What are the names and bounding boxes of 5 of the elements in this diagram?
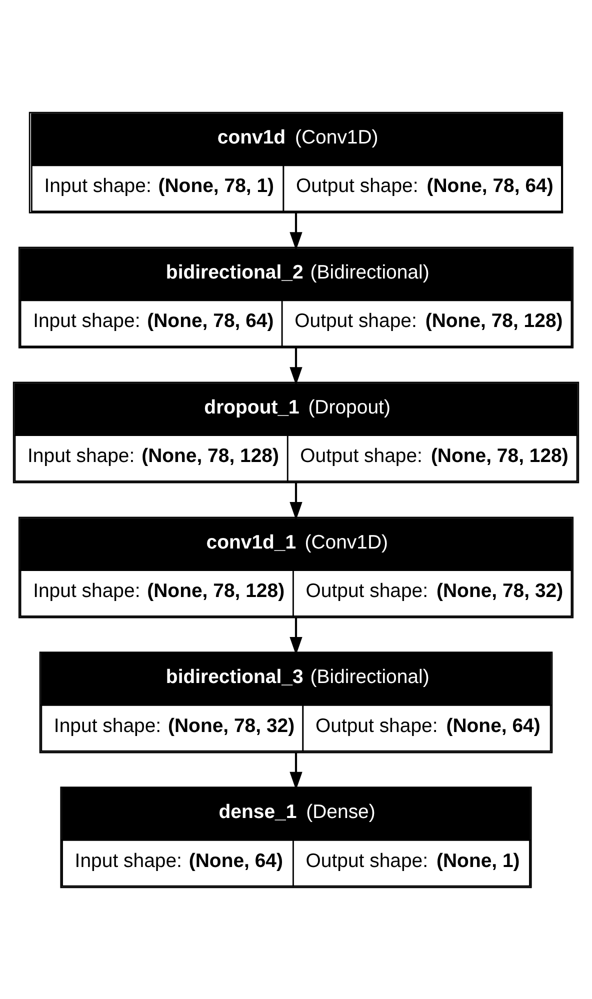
arrow [290,482,302,520]
arrow [290,617,302,655]
arrow [290,752,302,790]
arrow [290,347,302,385]
arrow [290,212,302,250]
